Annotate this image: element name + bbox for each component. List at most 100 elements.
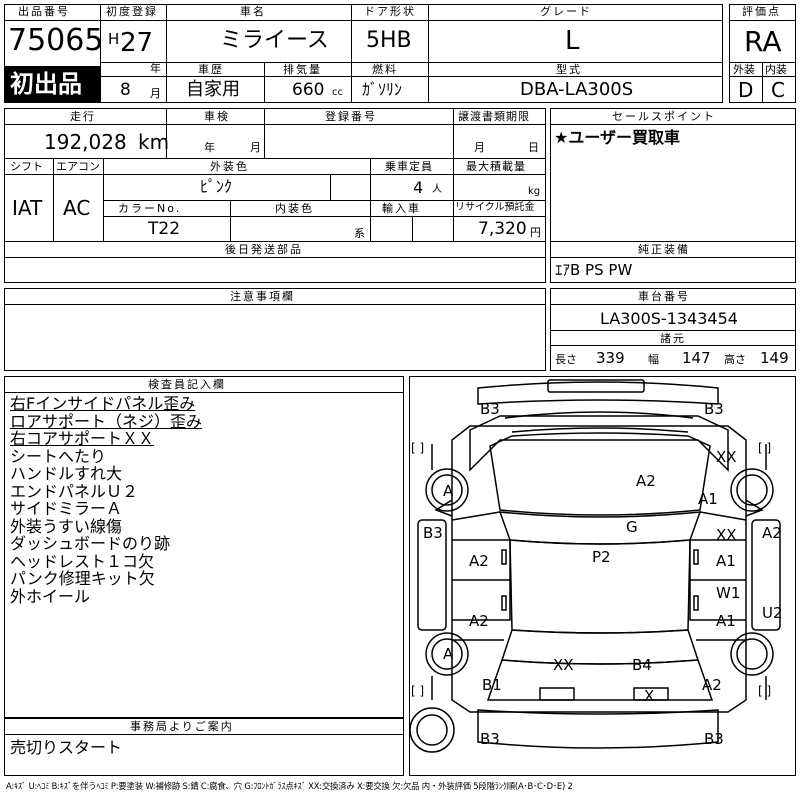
exterior-score: D [738,78,754,102]
mark-a2-hood: A2 [636,472,656,490]
transfer-label: 譲渡書類期限 [458,110,530,123]
mileage-label: 走行 [70,110,96,123]
mark-b4-rear: B4 [632,656,652,674]
mark-g-glass: G [626,518,638,536]
selling-point-box [550,108,796,242]
legend: A:ｷｽﾞ U:ﾍｺﾐ B:ｷｽﾞを伴うﾍｺﾐ P:要塗装 W:補修跡 S:錆 … [6,781,573,791]
chassis-label: 車台番号 [638,290,690,303]
inspector-notes: 右Fインサイドパネル歪み ロアサポート（ネジ）歪み 右コアサポートＸＸ シートへ… [10,395,400,605]
lot-number: 75065 [8,23,104,58]
chassis-number: LA300S-1343454 [600,309,738,328]
chassis-box [550,288,796,371]
import-label: 輸入車 [382,202,421,215]
mileage: 192,028 [44,130,127,154]
interior-score: C [771,78,785,102]
plate-label: 登録番号 [325,110,377,123]
selling-point: ★ユーザー買取車 [554,128,681,147]
transfer-month-unit: 月 [474,141,485,154]
registration-year: 27 [120,28,154,58]
month-unit: 月 [150,87,161,100]
bracket-right-bottom: [ ] [758,684,771,698]
details-table [4,108,546,242]
recycle-fee: 7,320 [478,219,527,239]
dims-label: 諸元 [660,332,686,345]
first-listing-badge [5,67,100,102]
bracket-left-top: [ ] [411,441,424,455]
load-unit: kg [528,186,541,197]
note-item: ダッシュボードのり跡 [10,534,171,553]
mark-a1-right-rear: A1 [716,612,736,630]
mark-a1-right-door: A1 [716,552,736,570]
mark-a2-right: A2 [762,524,782,542]
first-listing-label: 初出品 [10,70,82,98]
car-name-label: 車名 [240,5,266,18]
equipment-box [550,241,796,283]
inspector-label: 検査員記入欄 [148,378,226,391]
displacement: 660 [292,80,325,100]
bracket-left-bottom: [ ] [411,684,424,698]
caution-box [4,288,546,371]
grade: L [565,26,580,56]
note-item: 右コアサポートＸＸ [10,429,155,448]
displacement-unit: cc [332,87,343,98]
capacity-unit: 人 [432,184,442,195]
load-label: 最大積載量 [466,160,526,173]
note-item: ハンドルすれ大 [10,464,123,483]
bracket-right-top: [ ] [758,441,771,455]
grade-label: グレード [540,5,592,18]
mark-b3-bottom-left: B3 [480,730,500,748]
transfer-day-unit: 日 [528,141,539,154]
fuel: ｶﾞｿﾘﾝ [362,80,403,99]
parts-box [4,241,546,283]
note-item: 外装うすい線傷 [10,516,123,536]
inspection-month-unit: 月 [250,141,261,154]
mark-w1-right: W1 [716,584,740,602]
note-item: 右Fインサイドパネル歪み [10,394,196,413]
year-unit: 年 [150,62,161,75]
inspector-box [4,376,404,718]
color-no-label: カラーNo. [118,202,182,215]
height-label: 高さ [724,353,746,366]
car-diagram: [ ] [ ] [ ] [ ] B3 B3 XX A A2 A1 B3 G XX… [409,379,783,753]
mark-a-wheel-rl: A [443,645,454,663]
office-box [4,718,404,776]
ac: AC [63,196,91,220]
selling-point-label: セールスポイント [612,110,716,123]
score: RA [744,25,782,58]
mark-b3-top-left: B3 [480,400,500,418]
note-item: サイドミラーＡ [10,499,123,518]
mark-a-wheel-fl: A [443,482,454,500]
registration-month: 8 [120,80,131,100]
interior-color-label: 内装色 [275,202,314,215]
equipment-label: 純正装備 [638,243,690,256]
length: 339 [596,349,625,367]
ac-label: エアコン [56,160,100,173]
capacity: 4 [413,178,424,197]
inspection-year-unit: 年 [204,141,215,154]
mark-a2-left-rear: A2 [469,612,489,630]
recycle-label: リサイクル預託金 [455,202,535,213]
equipment: ｴｱB PS PW [555,261,633,279]
history-label: 車歴 [198,63,224,76]
mark-x-tail: X [644,687,654,705]
history: 自家用 [186,79,240,100]
note-item: ヘッドレスト１コ欠 [10,551,155,571]
fuel-label: 燃料 [372,63,398,76]
interior-label: 内装 [765,63,787,76]
length-label: 長さ [555,353,577,366]
mark-p2-roof: P2 [592,548,611,566]
shift-label: シフト [10,160,43,173]
note-item: 外ホイール [10,586,91,606]
note-item: エンドパネルＵ２ [10,481,139,501]
mark-xx-right: XX [716,526,737,544]
body-color: ﾋﾟﾝｸ [200,177,233,196]
inspection-label: 車検 [204,110,230,123]
width: 147 [682,349,711,367]
mark-xx-rear: XX [553,656,574,674]
model-label: 型式 [556,63,582,76]
caution-label: 注意事項欄 [230,290,295,303]
mark-b3-bottom-right: B3 [704,730,724,748]
door-type: 5HB [366,28,412,53]
displacement-label: 排気量 [283,63,322,76]
note-item: シートへたり [10,446,107,466]
